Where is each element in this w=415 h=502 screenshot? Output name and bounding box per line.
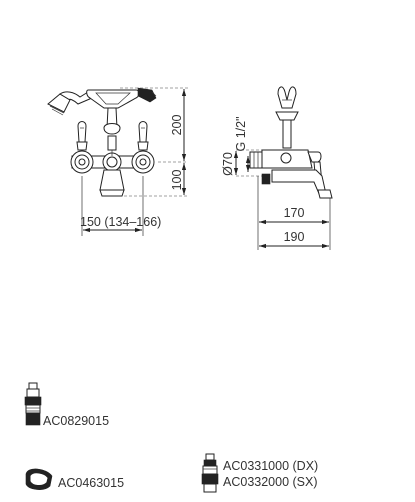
spare-part-headwork: AC0331000 (DX) AC0332000 (SX) <box>201 453 318 493</box>
diameter-dimension: Ø70 <box>221 152 235 176</box>
spare-part-code: AC0829015 <box>43 414 109 428</box>
side-lever <box>275 86 299 149</box>
center-diverter <box>102 150 122 172</box>
spare-part-cartridge: AC0829015 <box>24 382 109 428</box>
depth-dimension: 170 <box>284 206 305 220</box>
left-lever <box>76 121 88 151</box>
gasket-icon <box>25 468 53 490</box>
front-view: 200 100 150 (134–166) <box>47 87 188 236</box>
overall-depth-dimension: 190 <box>284 230 305 244</box>
left-fitting <box>70 150 94 174</box>
cartridge-icon <box>24 382 42 426</box>
spare-part-code-dx: AC0331000 (DX) <box>223 459 318 473</box>
handshower-head <box>47 91 93 116</box>
right-lever <box>137 121 149 151</box>
lower-height-dimension: 100 <box>170 170 184 191</box>
spare-part-code-sx: AC0332000 (SX) <box>223 475 318 489</box>
handshower-handle <box>86 87 157 109</box>
height-dimension: 200 <box>170 115 184 136</box>
headwork-icon <box>201 453 219 493</box>
side-view: Ø70 G 1/2" 170 190 <box>221 86 333 250</box>
right-fitting <box>131 150 155 174</box>
spare-part-gasket: AC0463015 <box>25 468 124 490</box>
width-dimension: 150 (134–166) <box>80 215 161 229</box>
thread-dimension: G 1/2" <box>234 116 248 151</box>
spare-part-code: AC0463015 <box>58 476 124 490</box>
